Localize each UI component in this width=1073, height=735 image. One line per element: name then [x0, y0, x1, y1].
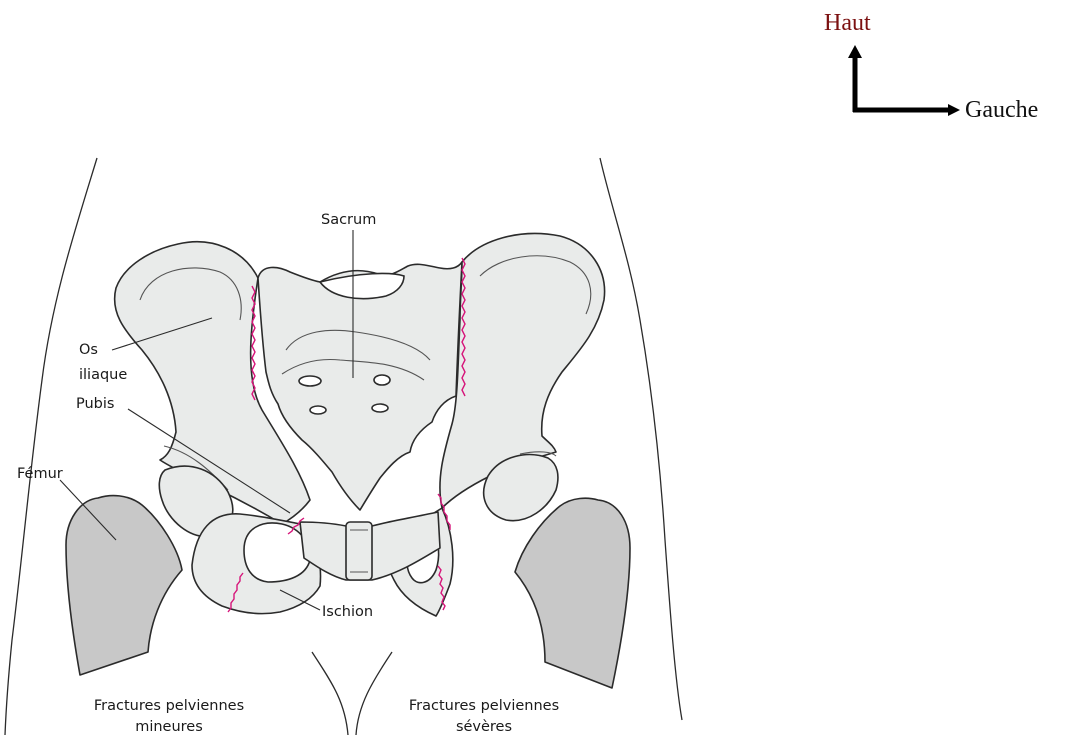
label-pubis: Pubis: [76, 396, 114, 412]
label-os-iliaque-line2: iliaque: [79, 367, 127, 383]
label-sacrum: Sacrum: [321, 212, 376, 228]
captions: Fractures pelviennes mineures Fractures …: [94, 698, 559, 735]
caption-minor-line2: mineures: [135, 719, 203, 735]
orientation-left-label: Gauche: [965, 97, 1038, 123]
femur-left: [66, 496, 182, 675]
caption-severe-line1: Fractures pelviennes: [409, 698, 559, 714]
label-ischion: Ischion: [322, 604, 373, 620]
orientation-up-label: Haut: [824, 10, 871, 36]
sacral-foramen-1: [299, 376, 321, 386]
inner-thigh-left: [312, 652, 348, 735]
orientation-left-arrowhead: [948, 104, 960, 116]
caption-minor-line1: Fractures pelviennes: [94, 698, 244, 714]
label-os-iliaque-line1: Os: [79, 342, 98, 358]
caption-severe-line2: sévères: [456, 719, 512, 735]
orientation-up-arrowhead: [848, 45, 862, 58]
pubic-symphysis: [346, 522, 372, 580]
sacral-foramen-4: [372, 404, 388, 412]
sacral-foramen-2: [374, 375, 390, 385]
femur-right: [515, 498, 630, 688]
orientation-indicator: Haut Gauche: [824, 10, 1038, 123]
inner-thigh-right: [356, 652, 392, 735]
label-femur: Fémur: [17, 466, 63, 482]
sacral-foramen-3: [310, 406, 326, 414]
